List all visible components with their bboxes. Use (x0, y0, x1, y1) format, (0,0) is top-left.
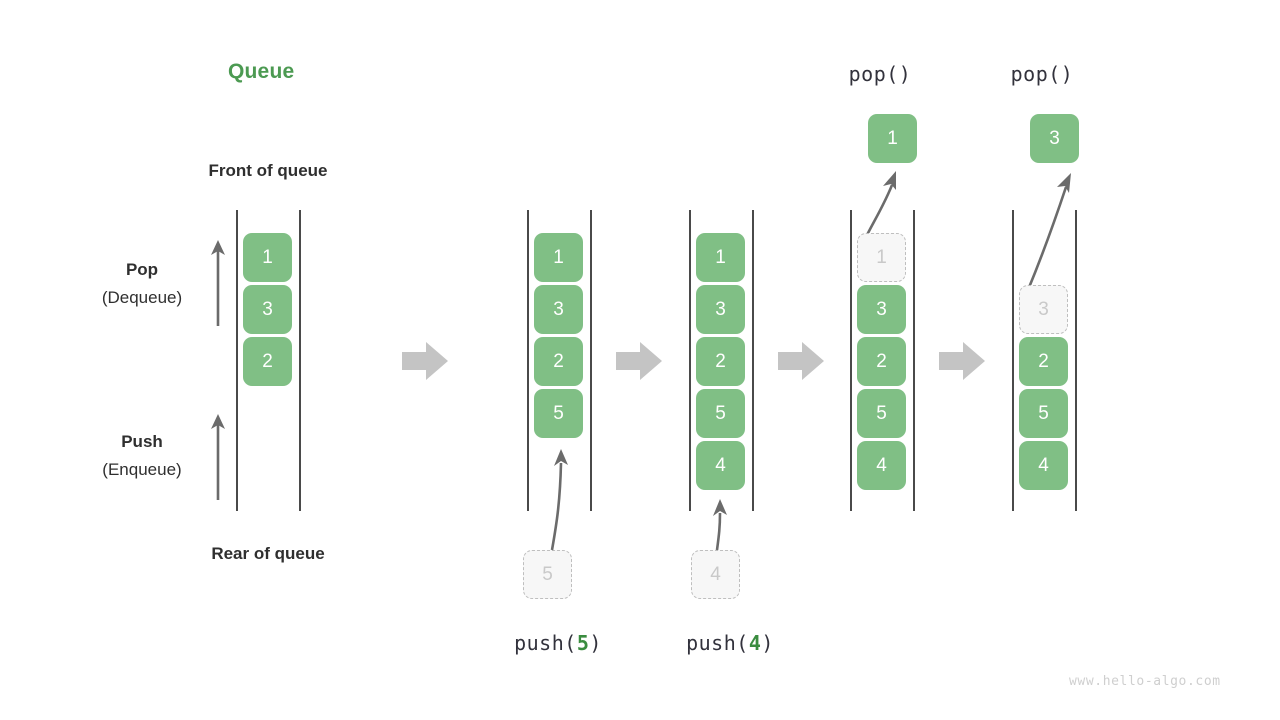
transition-arrow-icon (939, 342, 985, 380)
incoming-element-placeholder: 5 (523, 550, 572, 599)
queue-item: 4 (857, 441, 906, 490)
queue-item: 1 (534, 233, 583, 282)
queue-item: 1 (243, 233, 292, 282)
rail-left (850, 210, 852, 511)
pop-arrow-icon (1026, 173, 1071, 291)
caption-prefix: push( (686, 631, 749, 655)
pop-direction-arrow-icon (211, 240, 225, 326)
push-arrow-icon (713, 499, 727, 551)
queue-item: 2 (1019, 337, 1068, 386)
rail-right (752, 210, 754, 511)
caption-number: 4 (748, 631, 762, 655)
push-side-label: Push (Enqueue) (42, 428, 242, 484)
queue-item: 5 (857, 389, 906, 438)
rail-right (590, 210, 592, 511)
queue-item: 3 (696, 285, 745, 334)
incoming-element-placeholder: 4 (691, 550, 740, 599)
queue-item: 5 (1019, 389, 1068, 438)
caption-suffix: ) (589, 631, 602, 655)
queue-item: 5 (696, 389, 745, 438)
queue-item: 5 (534, 389, 583, 438)
watermark: www.hello-algo.com (1069, 674, 1221, 689)
pop-side-label-sub: (Dequeue) (101, 288, 183, 307)
pop-operation-label: pop() (848, 62, 912, 86)
rail-right (913, 210, 915, 511)
transition-arrow-icon (402, 342, 448, 380)
rear-of-queue-label: Rear of queue (211, 544, 325, 563)
popped-element: 1 (868, 114, 917, 163)
queue-item: 2 (243, 337, 292, 386)
queue-item: 2 (696, 337, 745, 386)
caption-number: 5 (576, 631, 590, 655)
queue-item-removed: 3 (1019, 285, 1068, 334)
front-of-queue-label: Front of queue (208, 161, 328, 180)
queue-item: 4 (1019, 441, 1068, 490)
pop-operation-label: pop() (1010, 62, 1074, 86)
caption-suffix: ) (761, 631, 774, 655)
rail-left (1012, 210, 1014, 511)
transition-arrow-icon (778, 342, 824, 380)
rail-left (527, 210, 529, 511)
page-title: Queue (228, 60, 295, 83)
queue-item: 3 (857, 285, 906, 334)
rail-right (1075, 210, 1077, 511)
queue-item: 1 (696, 233, 745, 282)
pop-side-label-title: Pop (125, 260, 159, 279)
push-arrow-icon (550, 449, 568, 551)
queue-item: 3 (534, 285, 583, 334)
queue-item: 2 (857, 337, 906, 386)
caption-prefix: push( (514, 631, 577, 655)
push-side-label-title: Push (121, 432, 163, 451)
push-4-caption: push(4) (640, 631, 820, 655)
push-side-label-sub: (Enqueue) (102, 460, 182, 479)
queue-item-removed: 1 (857, 233, 906, 282)
pop-side-label: Pop (Dequeue) (42, 256, 242, 312)
push-5-caption: push(5) (468, 631, 648, 655)
transition-arrow-icon (616, 342, 662, 380)
queue-item: 2 (534, 337, 583, 386)
rail-right (299, 210, 301, 511)
pop-arrow-icon (864, 171, 896, 238)
push-direction-arrow-icon (211, 414, 225, 500)
rail-left (689, 210, 691, 511)
popped-element: 3 (1030, 114, 1079, 163)
rail-left (236, 210, 238, 511)
queue-item: 3 (243, 285, 292, 334)
queue-item: 4 (696, 441, 745, 490)
